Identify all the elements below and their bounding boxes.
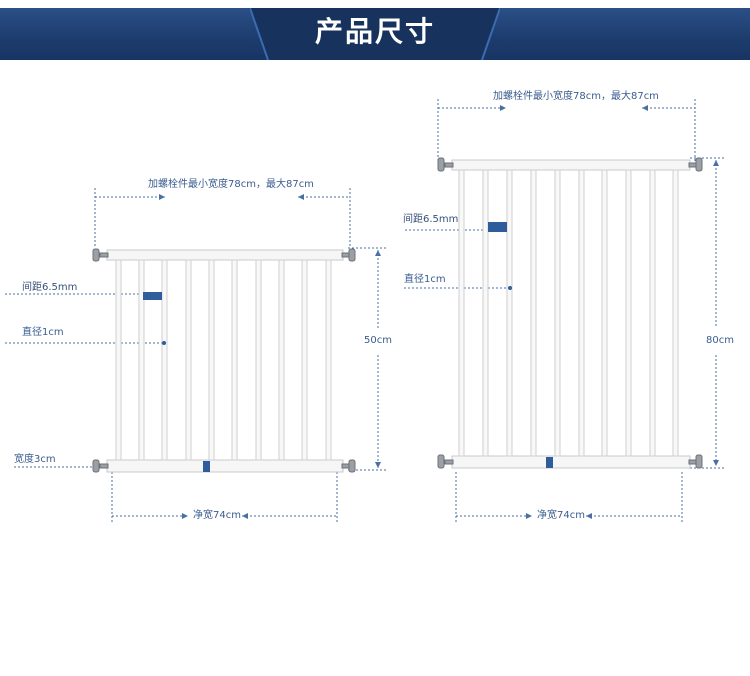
left-max-width-label: 加螺栓件最小宽度78cm，最大87cm (148, 179, 314, 190)
left-net-width-label: 净宽74cm (193, 510, 241, 521)
right-height-label: 80cm (706, 335, 734, 346)
banner-tab-shape (250, 8, 500, 60)
left-height-label: 50cm (364, 335, 392, 346)
page-title: 产品尺寸 (314, 15, 435, 48)
header-banner (0, 8, 750, 60)
right-diameter-label: 直径1cm (404, 274, 446, 285)
right-gate (404, 99, 724, 522)
left-frame-width-label: 宽度3cm (14, 454, 56, 465)
right-spacing-label: 间距6.5mm (403, 214, 459, 225)
left-diameter-label: 直径1cm (22, 327, 64, 338)
right-max-width-label: 加螺栓件最小宽度78cm，最大87cm (493, 91, 659, 102)
right-net-width-label: 净宽74cm (537, 510, 585, 521)
left-spacing-label: 间距6.5mm (22, 282, 78, 293)
left-gate (5, 188, 386, 522)
